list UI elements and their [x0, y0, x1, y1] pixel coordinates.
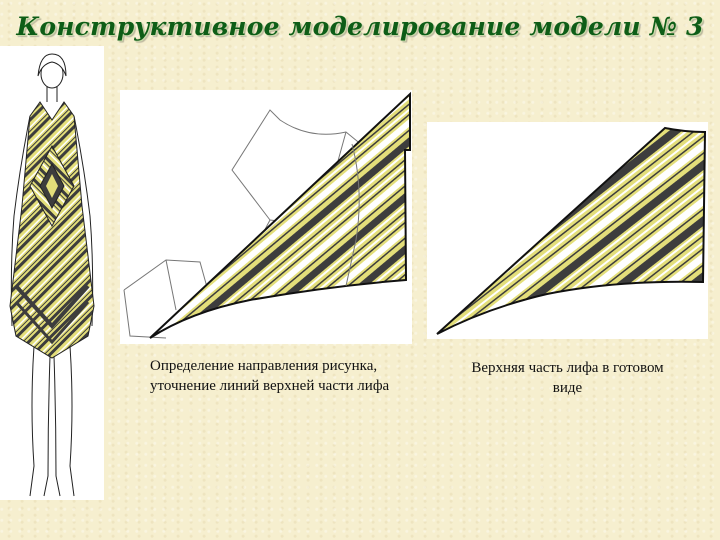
- caption-finished-bodice: Верхняя часть лифа в готовом виде: [471, 360, 664, 396]
- finished-bodice-illustration: [427, 122, 708, 339]
- pattern-draft-illustration: [120, 90, 412, 344]
- fashion-figure-illustration: [0, 46, 104, 500]
- caption-pattern-direction: Определение направления рисунка, уточнен…: [150, 358, 390, 394]
- slide-title: Конструктивное моделирование модели № 3: [16, 12, 704, 41]
